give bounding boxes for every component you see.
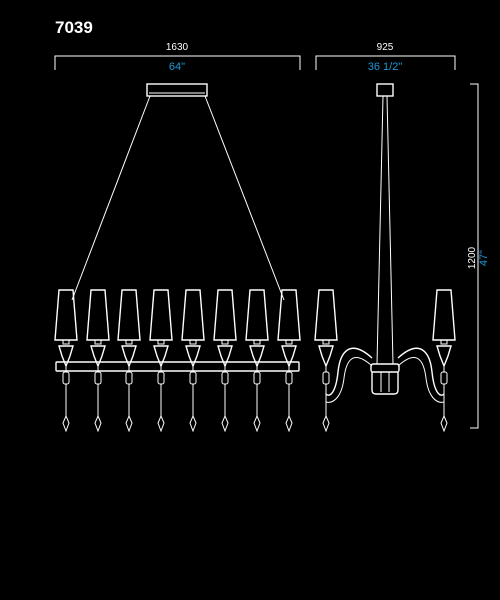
side-width-mm: 925 [377, 42, 394, 53]
lower-crystal [221, 371, 229, 385]
front-lamp-8 [277, 289, 301, 433]
crystal-bobeche [185, 345, 201, 368]
crystal-drop [253, 414, 261, 433]
crystal-bobeche [153, 345, 169, 368]
lampshade [117, 289, 141, 341]
crystal-drop [440, 414, 448, 433]
crystal-bobeche [436, 345, 452, 368]
front-lamp-4 [149, 289, 173, 433]
crystal-bobeche [217, 345, 233, 368]
side-canopy [376, 83, 394, 97]
crystal-bobeche [281, 345, 297, 368]
lampshade [86, 289, 110, 341]
crystal-drop [94, 414, 102, 433]
candle-cup [157, 339, 165, 345]
crystal-drop [189, 414, 197, 433]
side-lamp-2 [432, 289, 456, 433]
lampshade [181, 289, 205, 341]
lower-crystal [94, 371, 102, 385]
crystal-drop [125, 414, 133, 433]
candle-cup [322, 339, 330, 345]
crystal-bobeche [318, 345, 334, 368]
candle-cup [253, 339, 261, 345]
front-lamp-3 [117, 289, 141, 433]
crystal-bobeche [121, 345, 137, 368]
model-number: 7039 [55, 18, 93, 37]
lampshade [432, 289, 456, 341]
front-width-dimension: 1630 64" [54, 42, 301, 73]
side-arm-left [325, 347, 373, 396]
lower-crystal [253, 371, 261, 385]
height-mm: 1200 [467, 246, 478, 269]
lampshade [245, 289, 269, 341]
crystal-drop [157, 414, 165, 433]
front-lamp-2 [86, 289, 110, 433]
lower-crystal [125, 371, 133, 385]
lampshade [54, 289, 78, 341]
candle-cup [62, 339, 70, 345]
lower-crystal [157, 371, 165, 385]
crystal-bobeche [249, 345, 265, 368]
lower-crystal [189, 371, 197, 385]
side-rod-right [386, 95, 394, 365]
lampshade [149, 289, 173, 341]
candle-cup [221, 339, 229, 345]
side-width-in: 36 1/2" [368, 61, 403, 73]
crystal-drop [62, 414, 70, 433]
lower-crystal [322, 371, 330, 385]
side-hub-body [371, 372, 399, 395]
crystal-bobeche [58, 345, 74, 368]
lampshade [213, 289, 237, 341]
front-width-mm: 1630 [166, 42, 189, 53]
side-lamp-1 [314, 289, 338, 433]
lower-crystal [285, 371, 293, 385]
side-width-dimension: 925 36 1/2" [315, 42, 456, 73]
front-lamp-5 [181, 289, 205, 433]
front-width-in: 64" [169, 61, 185, 73]
side-hub [370, 363, 400, 373]
front-lamp-1 [54, 289, 78, 433]
front-wire-right [204, 95, 285, 301]
front-lamp-6 [213, 289, 237, 433]
height-dimension: 1200 47" [467, 83, 490, 429]
lampshade [277, 289, 301, 341]
candle-cup [189, 339, 197, 345]
front-canopy [146, 83, 208, 97]
front-wire-left [71, 95, 151, 301]
side-rod-left [376, 95, 384, 365]
height-in: 47" [478, 250, 490, 266]
lampshade [314, 289, 338, 341]
side-view [314, 83, 456, 433]
lower-crystal [440, 371, 448, 385]
candle-cup [94, 339, 102, 345]
crystal-drop [285, 414, 293, 433]
crystal-bobeche [90, 345, 106, 368]
crystal-drop [322, 414, 330, 433]
crystal-drop [221, 414, 229, 433]
side-arm-right [397, 347, 445, 396]
front-view [54, 83, 301, 433]
candle-cup [440, 339, 448, 345]
candle-cup [285, 339, 293, 345]
lower-crystal [62, 371, 70, 385]
front-frame-bar [55, 361, 300, 372]
candle-cup [125, 339, 133, 345]
front-lamp-7 [245, 289, 269, 433]
